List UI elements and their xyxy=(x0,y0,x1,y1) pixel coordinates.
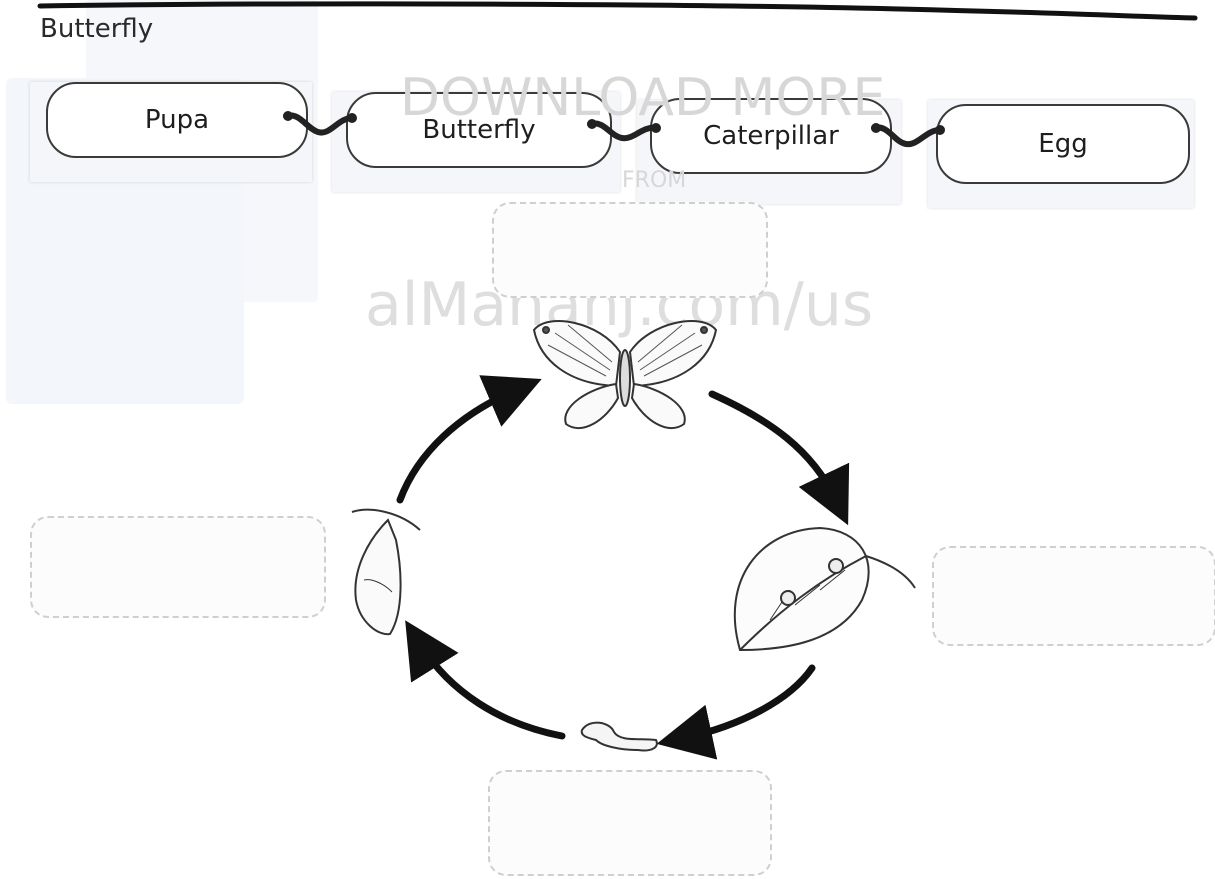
arrow-egg-to-caterpillar xyxy=(684,668,812,738)
pupa-icon xyxy=(352,510,420,634)
arrow-pupa-to-butterfly xyxy=(400,390,516,500)
arrow-caterpillar-to-pupa xyxy=(420,644,562,736)
egg-on-leaf-icon xyxy=(735,528,915,650)
butterfly-icon xyxy=(534,321,716,428)
arrow-butterfly-to-egg xyxy=(712,394,836,500)
caterpillar-icon xyxy=(582,723,657,751)
